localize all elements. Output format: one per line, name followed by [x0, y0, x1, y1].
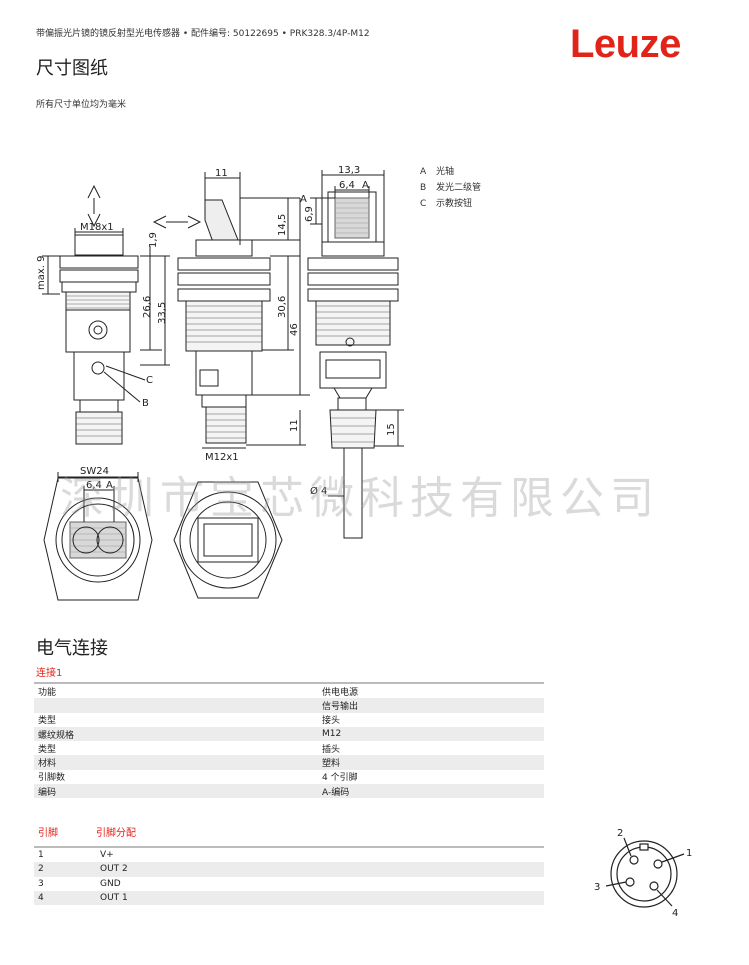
label-a-bottom: A [106, 480, 113, 491]
dim-46: 46 [289, 323, 300, 336]
dim-max9: max. 9 [36, 255, 47, 290]
document-subtitle: 带偏振光片镜的镜反射型光电传感器 • 配件编号: 50122695 • PRK3… [36, 29, 370, 39]
table-row: 信号输出 [34, 698, 544, 713]
dim-15: 15 [386, 423, 397, 436]
dimension-drawing: M18x1 max. 9 1,9 26,6 33,5 C B 11 14,5 3… [36, 165, 404, 601]
dim-sw24: SW24 [80, 466, 109, 477]
pin-assignment-column-header: 引脚分配 [96, 828, 136, 839]
connection-title: 连接1 [36, 668, 63, 679]
section-title-electrical: 电气连接 [36, 638, 108, 659]
dim-m12: M12x1 [205, 452, 239, 463]
dim-6-4-bottom: 6,4 [86, 480, 102, 491]
dim-33-5: 33,5 [157, 302, 168, 324]
leuze-logo: Leuze [570, 22, 681, 66]
dim-6-4-top: 6,4 [339, 180, 355, 191]
label-c: C [146, 375, 153, 386]
dim-diameter-4: Ø 4 [310, 485, 327, 497]
m12-pin-diagram: 1 2 3 4 [594, 828, 692, 919]
table-row: 功能供电电源 [38, 687, 359, 698]
watermark: 深圳市宝芯微科技有限公司 [60, 473, 660, 524]
label-b: B [142, 398, 149, 409]
pin-label-3: 3 [594, 882, 600, 893]
label-a-top: A [362, 180, 369, 191]
pin-label-2: 2 [617, 828, 623, 839]
dim-11-top: 11 [215, 168, 228, 179]
table-row: 类型插头 [38, 744, 341, 755]
pin-label-1: 1 [686, 848, 692, 859]
dim-13-3: 13,3 [338, 165, 360, 176]
pin-label-4: 4 [672, 908, 678, 919]
dim-11-bottom: 11 [289, 419, 300, 432]
dim-26-6: 26,6 [142, 296, 153, 318]
label-a-side: A [300, 194, 307, 205]
section-title-dimensions: 尺寸图纸 [36, 58, 108, 79]
dim-14-5: 14,5 [277, 214, 288, 236]
dim-1-9: 1,9 [148, 232, 159, 248]
dim-30-6: 30,6 [277, 296, 288, 318]
table-row: 材料塑料 [34, 755, 544, 770]
unit-note: 所有尺寸单位均为毫米 [36, 100, 127, 110]
table-row: 类型接头 [38, 716, 341, 727]
dim-m18: M18x1 [80, 222, 114, 233]
dim-6-9: 6,9 [304, 206, 315, 222]
pin-column-header: 引脚 [38, 828, 58, 839]
